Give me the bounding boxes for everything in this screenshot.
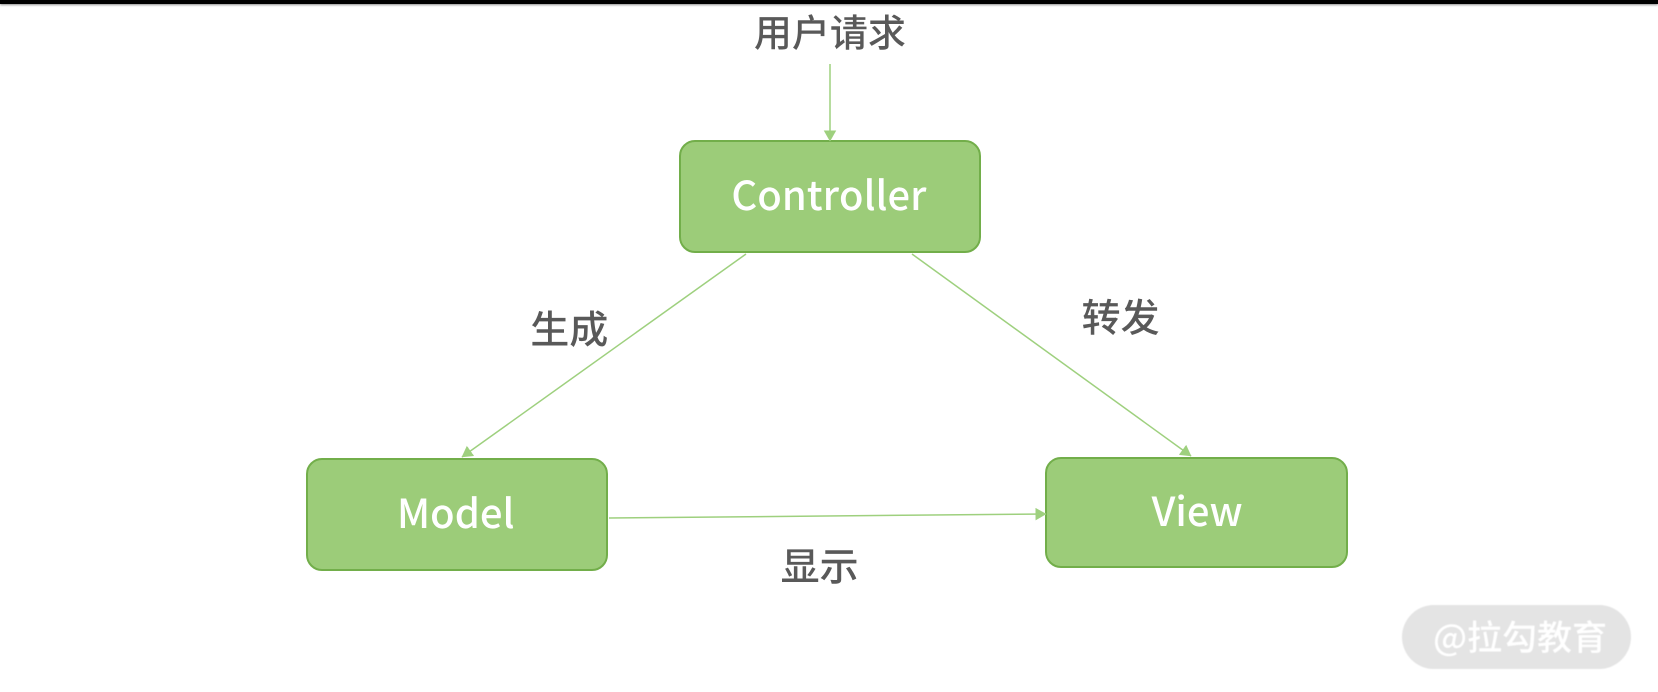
edge-label-forward: 转发: [1083, 298, 1161, 337]
edge-controller-to-view: [911, 253, 1192, 457]
watermark-text: @拉勾教育: [1435, 620, 1611, 655]
edge-model-to-view: [608, 507, 1047, 521]
top-border-bar: [0, 0, 1658, 4]
watermark-text-glyphs: [1435, 620, 1605, 657]
watermark-art: [1435, 620, 1605, 657]
edge-label-generate: 生成: [532, 310, 610, 349]
title-text: 用户请求: [754, 13, 906, 51]
node-view-label: View: [1151, 494, 1237, 534]
edge-controller-to-model: [461, 253, 747, 458]
watermark-badge: @拉勾教育: [1402, 605, 1631, 669]
node-controller-label: Controller: [733, 178, 906, 218]
node-model-label: Model: [401, 496, 510, 536]
edge-label-display: 显示: [782, 549, 860, 588]
